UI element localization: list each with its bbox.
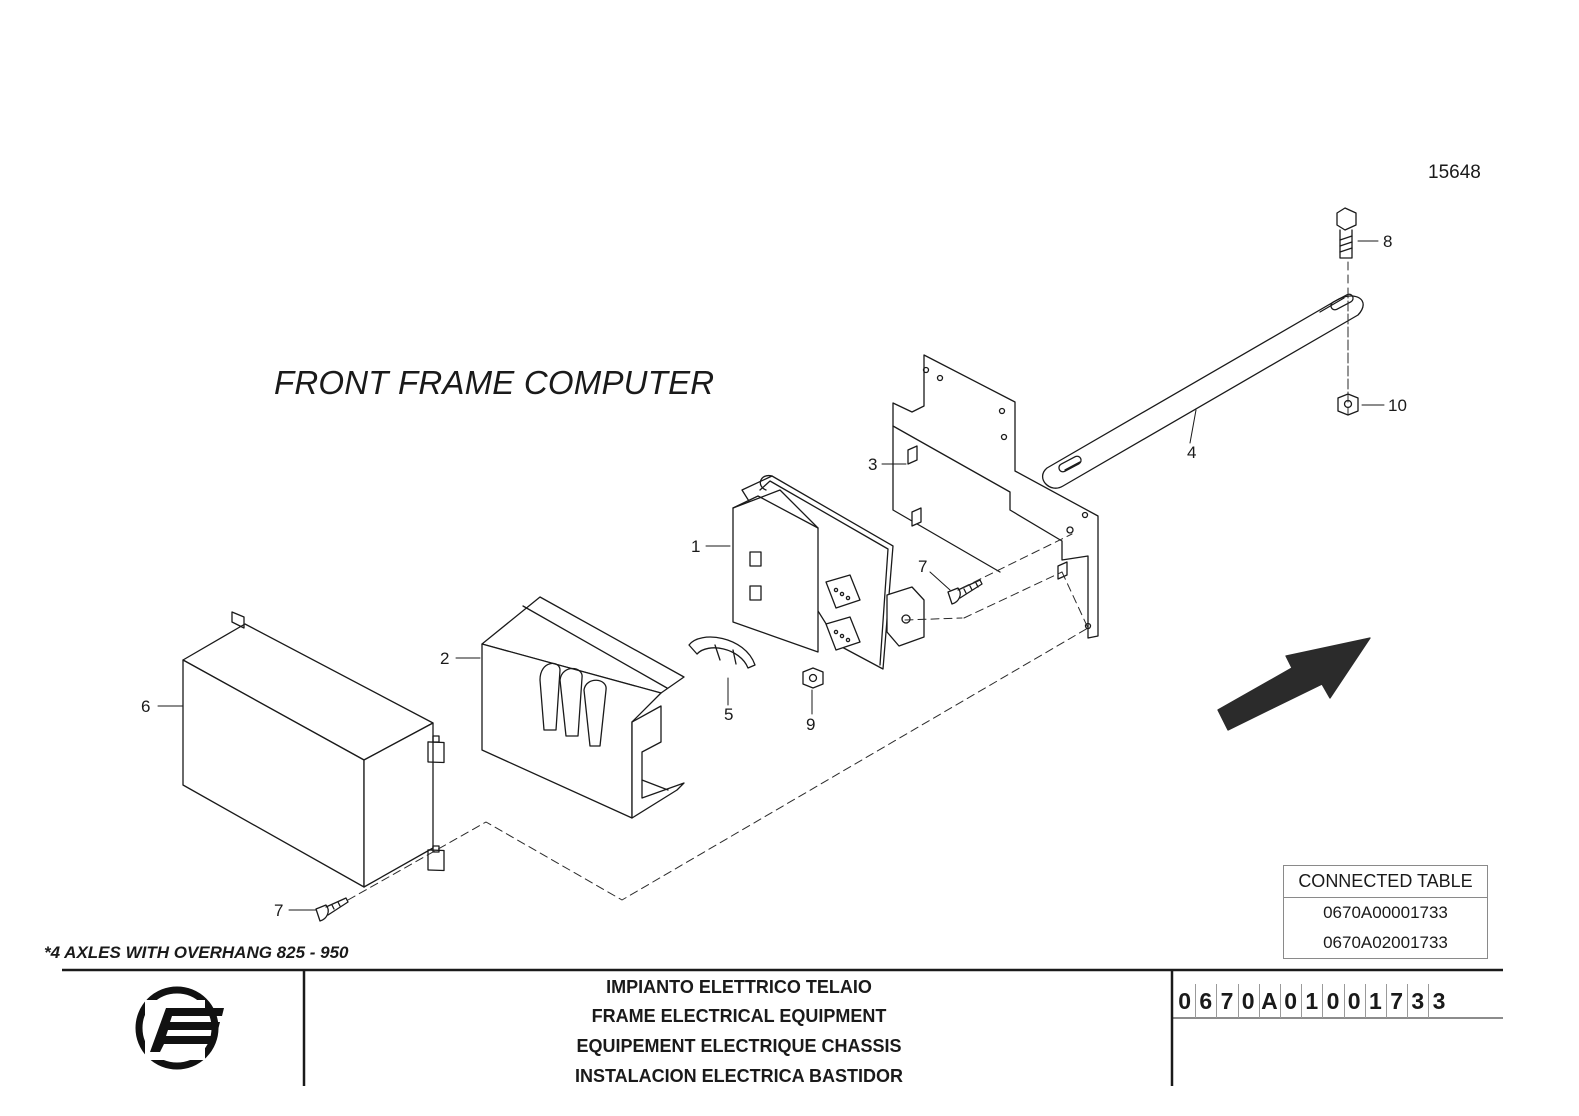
code-character: 0 bbox=[1326, 988, 1340, 1014]
diagram-title: FRONT FRAME COMPUTER bbox=[274, 364, 715, 401]
code-character: 1 bbox=[1305, 988, 1319, 1014]
code-character: A bbox=[1261, 988, 1278, 1014]
direction-arrow-icon bbox=[1217, 637, 1371, 731]
code-cell-separator bbox=[1195, 984, 1197, 1018]
code-cell-separator bbox=[1428, 984, 1430, 1018]
code-cell-separator bbox=[1386, 984, 1387, 1018]
callout-4: 4 bbox=[1187, 443, 1197, 462]
title-italian: IMPIANTO ELETTRICO TELAIO bbox=[606, 977, 872, 997]
code-character: 7 bbox=[1390, 988, 1403, 1014]
connected-table: CONNECTED TABLE 0670A00001733 0670A02001… bbox=[1283, 865, 1488, 959]
callout-10: 10 bbox=[1388, 396, 1407, 415]
callout-7-lower: 7 bbox=[274, 901, 284, 920]
assembly-lines bbox=[347, 261, 1349, 901]
connected-table-row: 0670A02001733 bbox=[1323, 933, 1448, 952]
code-character: 0 bbox=[1241, 988, 1255, 1014]
small-nut-part bbox=[802, 667, 824, 689]
code-cell-separator bbox=[1237, 984, 1239, 1018]
clip-part bbox=[688, 636, 756, 669]
title-english: FRAME ELECTRICAL EQUIPMENT bbox=[591, 1006, 887, 1026]
callout-7-upper: 7 bbox=[918, 557, 928, 576]
code-character: 0 bbox=[1284, 988, 1297, 1014]
callout-9: 9 bbox=[806, 715, 816, 734]
code-cell-separator bbox=[1407, 984, 1409, 1018]
code-cell-separator bbox=[1322, 984, 1324, 1018]
bolt-part bbox=[1336, 207, 1357, 259]
mounting-bracket-part bbox=[892, 354, 1099, 639]
callout-5: 5 bbox=[724, 705, 734, 724]
code-cell-separator bbox=[1280, 984, 1281, 1018]
code-cell-separator bbox=[1301, 984, 1303, 1018]
screw-part-upper bbox=[947, 579, 983, 605]
leader-lines bbox=[157, 240, 1385, 911]
variant-note: *4 AXLES WITH OVERHANG 825 - 950 bbox=[44, 943, 349, 962]
callout-6: 6 bbox=[141, 697, 151, 716]
drawing-number: 15648 bbox=[1428, 162, 1481, 183]
callout-3: 3 bbox=[868, 455, 878, 474]
title-french: EQUIPEMENT ELECTRIQUE CHASSIS bbox=[576, 1036, 902, 1056]
enclosure-box-part bbox=[182, 611, 445, 888]
code-character: 7 bbox=[1220, 988, 1234, 1014]
callout-2: 2 bbox=[440, 649, 450, 668]
title-spanish: INSTALACION ELECTRICA BASTIDOR bbox=[575, 1066, 903, 1086]
callout-1: 1 bbox=[691, 537, 701, 556]
code-cell-separator bbox=[1216, 984, 1218, 1018]
code-cell-separator bbox=[1258, 984, 1260, 1018]
code-cell-separator bbox=[1343, 984, 1345, 1018]
code-character: 0 bbox=[1347, 988, 1361, 1014]
company-logo bbox=[135, 986, 224, 1070]
code-character: 3 bbox=[1432, 988, 1446, 1014]
callout-8: 8 bbox=[1383, 232, 1393, 251]
connected-table-header: CONNECTED TABLE bbox=[1284, 866, 1487, 898]
computer-unit-part bbox=[732, 474, 925, 670]
code-cell-separator bbox=[1364, 984, 1366, 1018]
support-strap-part bbox=[1041, 293, 1364, 489]
code-character: 0 bbox=[1178, 988, 1191, 1014]
code-character: 6 bbox=[1199, 988, 1213, 1014]
cover-part bbox=[481, 596, 685, 819]
connected-table-row: 0670A00001733 bbox=[1323, 903, 1448, 922]
screw-part-lower bbox=[315, 897, 349, 922]
code-character: 3 bbox=[1411, 988, 1425, 1014]
code-character: 1 bbox=[1368, 988, 1382, 1014]
